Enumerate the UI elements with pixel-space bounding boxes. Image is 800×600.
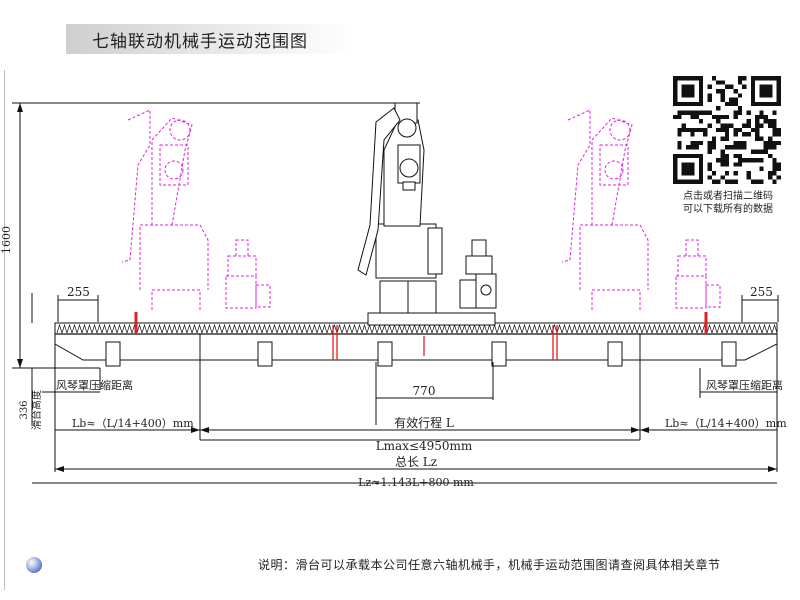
qr-caption: 点击或者扫描二维码 可以下载所有的数据	[668, 190, 788, 216]
extension-lines	[31, 293, 778, 472]
arrow	[640, 427, 649, 433]
bellows-left-label: 风琴罩压缩距离	[56, 378, 133, 392]
bellows-right-label: 风琴罩压缩距离	[706, 378, 783, 392]
qr-caption-line2: 可以下载所有的数据	[683, 204, 773, 215]
left-margin-line	[4, 70, 5, 590]
slide-base	[54, 333, 778, 361]
height-arrow-top	[17, 103, 23, 112]
qr-caption-line1: 点击或者扫描二维码	[683, 191, 773, 202]
arrow	[55, 466, 64, 472]
height-arrow-bottom	[17, 359, 23, 368]
dim-255-left	[57, 295, 99, 322]
qr-code-icon[interactable]	[673, 76, 781, 184]
arrow	[768, 466, 777, 472]
footer-note: 说明：滑台可以承载本公司任意六轴机械手，机械手运动范围图请查阅具体相关章节	[258, 558, 721, 572]
lmax-label: Lmax≤4950mm	[376, 439, 473, 453]
lb-right-label: Lb≈（L/14+400）mm	[665, 417, 787, 430]
dim-255-left-label: 255	[67, 285, 90, 299]
arrow	[200, 427, 209, 433]
total-length-label: 总长 Lz	[395, 455, 437, 469]
lb-left-label: Lb≈（L/14+400）mm	[72, 417, 194, 430]
arrow	[631, 427, 640, 433]
stroke-limit-markers	[134, 312, 708, 360]
dim-770-label: 770	[413, 384, 436, 398]
slide-height-value: 336	[19, 400, 30, 419]
dim-255-right	[741, 295, 779, 322]
ghost-robot-left	[121, 109, 271, 310]
page-title: 七轴联动机械手运动范围图	[92, 32, 308, 52]
height-1600-label: 1600	[0, 226, 13, 254]
dim-255-right-label: 255	[750, 285, 773, 299]
arrow	[191, 427, 200, 433]
robot-on-carriage	[357, 102, 497, 326]
ghost-robot-right	[561, 109, 721, 310]
lz-formula-label: Lz≈1.143L+800 mm	[358, 476, 474, 489]
bullet-icon	[26, 557, 42, 573]
effective-stroke-label: 有效行程 L	[394, 415, 454, 430]
slide-height-label: 滑台高度	[30, 390, 43, 430]
slide-feet	[105, 341, 737, 367]
title-bar	[66, 24, 356, 54]
